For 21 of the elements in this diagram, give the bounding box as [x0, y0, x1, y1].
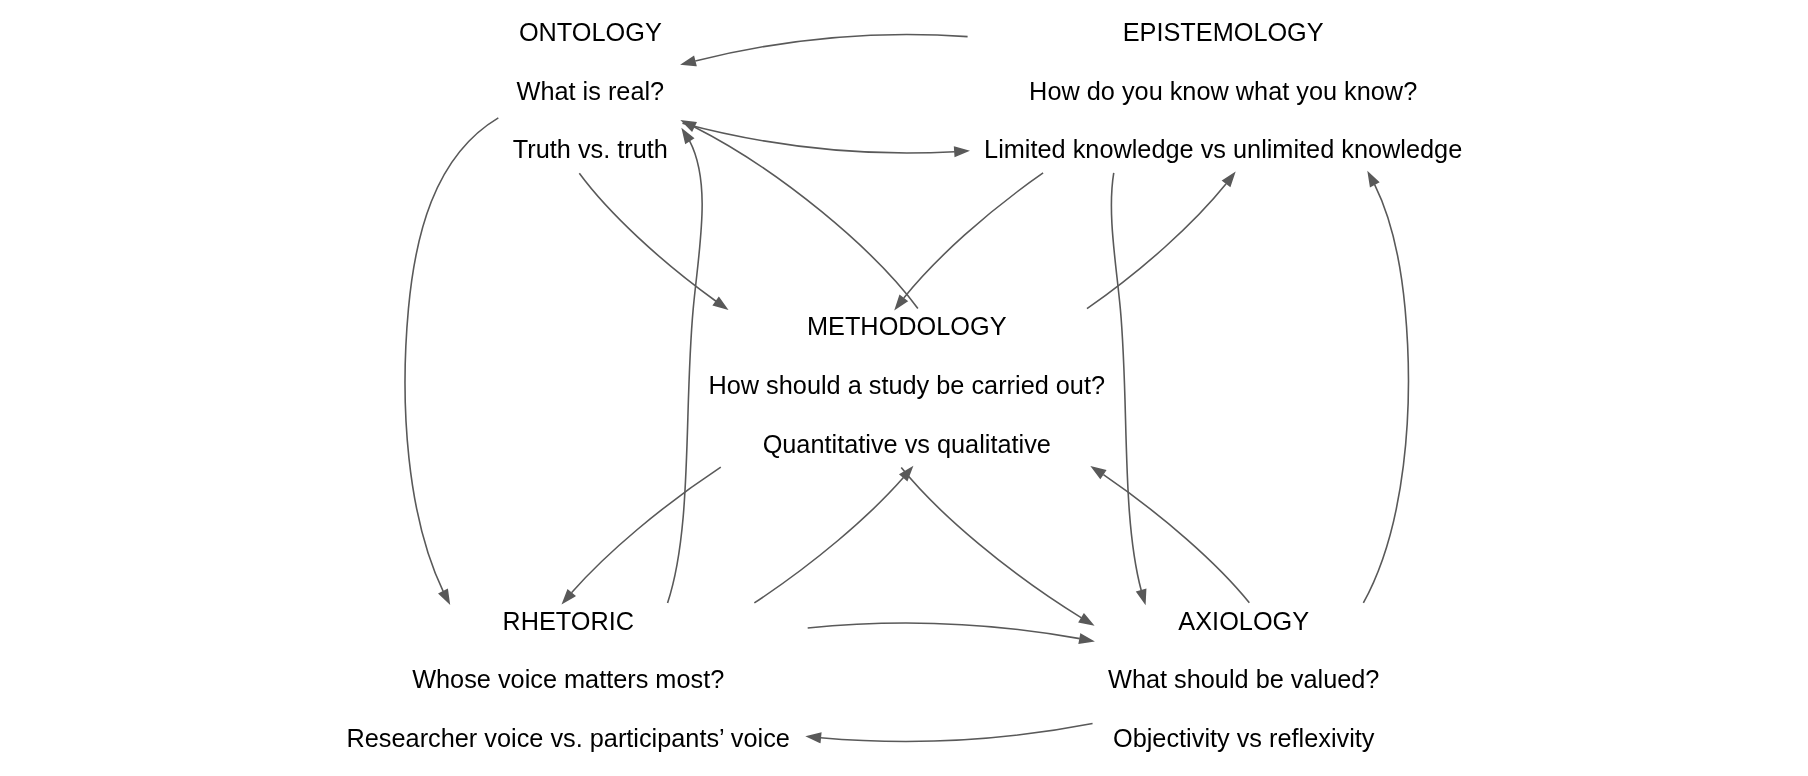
arrow	[681, 122, 970, 158]
arrow	[578, 172, 729, 311]
node-text: RHETORIC Whose voice matters most? Researcher voice vs. participants’ voice	[346, 606, 790, 752]
node-text: ONTOLOGY What is real? Truth vs. truth	[512, 18, 668, 164]
node-text: AXIOLOGY What should be valued? Objectivity vs reflexivity	[1108, 606, 1380, 752]
arrow	[680, 33, 969, 67]
arrow	[1090, 465, 1251, 604]
arrow	[1362, 170, 1410, 604]
arrow	[894, 172, 1044, 311]
node-text: METHODOLOGY How should a study be carried out? Quantitative vs qualitative	[708, 312, 1106, 458]
arrow	[753, 465, 914, 604]
arrow	[561, 466, 722, 605]
arrow	[680, 120, 919, 310]
arrow	[404, 117, 500, 606]
arrow	[806, 622, 1095, 644]
arrow	[1086, 171, 1236, 310]
arrow	[900, 466, 1095, 626]
arrow	[1110, 172, 1147, 606]
node-text: EPISTEMOLOGY How do you know what you know? Limited knowledge vs unlimited knowledge	[984, 18, 1463, 164]
arrow	[666, 127, 703, 604]
arrow	[805, 722, 1094, 744]
